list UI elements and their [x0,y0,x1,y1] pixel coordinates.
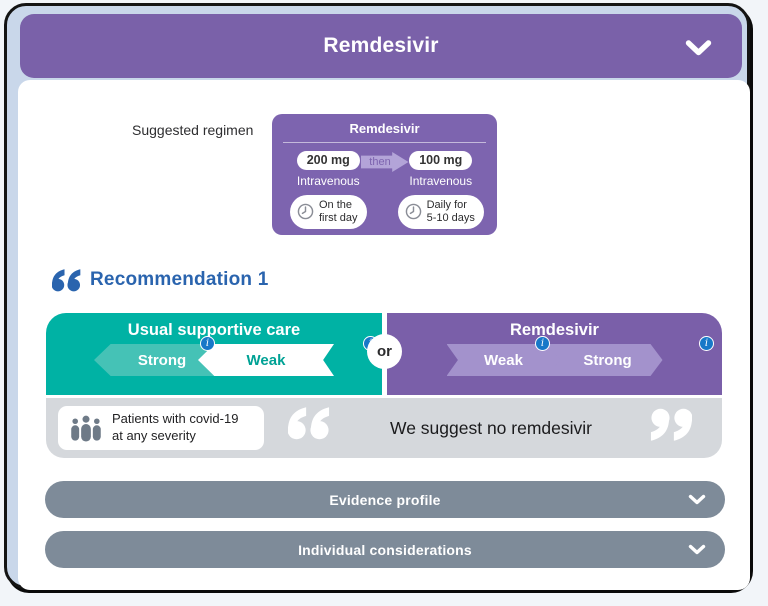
strength-arrow-strong: Strong [542,344,663,376]
regimen-card-title: Remdesivir [349,121,420,136]
divider [283,142,486,143]
intervention-panel-right: Remdesivir Weak Strong i i [387,313,722,395]
schedule-line: first day [318,211,358,224]
strength-arrows: Strong Weak i i [46,336,382,378]
people-icon [68,414,104,442]
section-label: Individual considerations [298,541,472,558]
route-row: Intravenous Intravenous [272,174,497,188]
population-line: at any severity [112,428,196,443]
info-icon[interactable]: i [699,336,714,351]
clock-icon [405,203,422,220]
recommendation-title: Recommendation 1 [90,269,269,290]
schedule-row: On the first day Daily for [272,195,497,229]
then-arrow: then [360,152,409,172]
chevron-down-icon [688,494,706,505]
card-frame: Remdesivir Suggested regimen Remdesivir … [4,3,750,590]
dose-amount: 200 mg [296,151,360,170]
section-individual-considerations[interactable]: Individual considerations [45,531,725,568]
quote-close-icon [650,408,692,441]
quote-open-icon [288,407,330,440]
clock-icon [297,203,314,220]
panel-title: Usual supportive care [127,321,301,339]
schedule-line: On the [318,199,353,211]
dose-row: 200 mg 100 mg then [272,151,497,172]
schedule-pill: On the first day [289,195,367,229]
regimen-label: Suggested regimen [132,122,254,138]
schedule-text: On the first day [319,199,358,225]
dose-route: Intravenous [296,174,360,188]
info-icon[interactable]: i [200,336,215,351]
intervention-panel-left: Usual supportive care Strong Weak i i [46,313,382,395]
schedule-line: Daily for [426,199,467,211]
dose-amount: 100 mg [409,151,473,170]
page-title: Remdesivir [323,34,439,57]
population-line: Patients with covid-19 [112,411,239,427]
schedule-text: Daily for 5-10 days [427,199,475,225]
population-text: Patients with covid-19 at any severity [112,411,238,444]
recommendation-heading: Recommendation 1 [52,269,268,292]
info-icon[interactable]: i [535,336,550,351]
regimen-card: Remdesivir 200 mg 100 mg then Intravenou… [272,114,497,235]
dose-route: Intravenous [409,174,473,188]
section-label: Evidence profile [329,491,441,508]
schedule-line: 5-10 days [426,211,475,224]
or-divider: or [367,334,402,369]
section-evidence-profile[interactable]: Evidence profile [45,481,725,518]
drug-header[interactable]: Remdesivir [20,14,742,78]
schedule-pill: Daily for 5-10 days [397,195,484,229]
quote-icon [52,269,81,292]
strength-arrows: Weak Strong i i [387,336,722,378]
content-card: Suggested regimen Remdesivir 200 mg 100 … [18,80,750,590]
chevron-down-icon [685,40,712,56]
recommendation-strip: Usual supportive care Strong Weak i i or… [46,313,722,395]
chevron-down-icon [688,544,706,555]
recommendation-statement: We suggest no remdesivir [390,417,592,438]
panel-title: Remdesivir [510,321,599,339]
strength-arrow-weak-selected: Weak [198,344,334,376]
population-pill: Patients with covid-19 at any severity [58,406,264,450]
statement-bar: Patients with covid-19 at any severity W… [46,398,722,458]
